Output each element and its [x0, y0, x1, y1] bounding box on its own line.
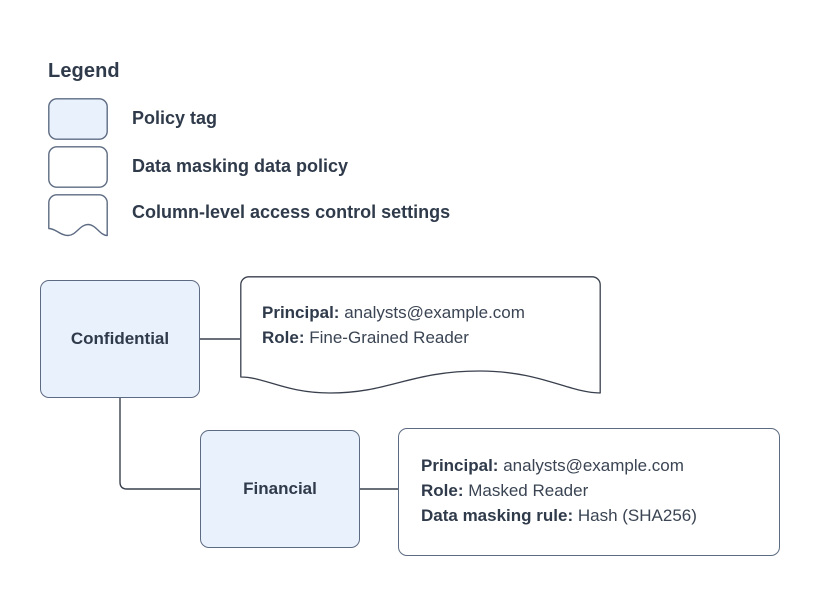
callout-key: Principal:	[262, 303, 340, 322]
callout-line: Data masking rule: Hash (SHA256)	[421, 503, 697, 528]
callout-line: Role: Fine-Grained Reader	[262, 325, 525, 350]
policy-tag-node-financial[interactable]: Financial	[200, 430, 360, 548]
callout-key: Role:	[421, 481, 464, 500]
policy-tag-node-confidential[interactable]: Confidential	[40, 280, 200, 398]
data-policy-swatch-icon	[48, 146, 108, 188]
policy-tag-label: Confidential	[70, 329, 170, 348]
connector-confidential-to-financial	[119, 398, 200, 490]
legend-title: Legend	[48, 60, 120, 82]
callout-line: Role: Masked Reader	[421, 478, 697, 503]
callout-value: analysts@example.com	[503, 456, 684, 475]
policy-tag-label: Financial	[243, 479, 317, 498]
callout-value: Masked Reader	[468, 481, 589, 500]
legend: Legend Policy tag Data masking data poli…	[0, 0, 820, 255]
callout-value: analysts@example.com	[344, 303, 525, 322]
document-swatch-icon	[48, 194, 108, 237]
callout-confidential-access-control-settings[interactable]: Principal: analysts@example.com Role: Fi…	[240, 276, 602, 398]
callout-body: Principal: analysts@example.com Role: Ma…	[421, 453, 697, 528]
legend-item-label: Column-level access control settings	[132, 202, 451, 222]
callout-key: Role:	[262, 328, 305, 347]
legend-item-label: Policy tag	[132, 108, 218, 128]
callout-key: Principal:	[421, 456, 499, 475]
callout-key: Data masking rule:	[421, 506, 574, 525]
callout-value: Fine-Grained Reader	[309, 328, 469, 347]
callout-line: Principal: analysts@example.com	[421, 453, 697, 478]
callout-value: Hash (SHA256)	[577, 506, 697, 525]
legend-item-label: Data masking data policy	[132, 156, 349, 176]
callout-line: Principal: analysts@example.com	[262, 300, 525, 325]
document-shape-icon	[240, 276, 601, 394]
callout-body: Principal: analysts@example.com Role: Fi…	[262, 300, 525, 350]
callout-financial-data-masking-policy[interactable]: Principal: analysts@example.com Role: Ma…	[398, 428, 780, 556]
policy-tag-swatch-icon	[48, 98, 108, 140]
